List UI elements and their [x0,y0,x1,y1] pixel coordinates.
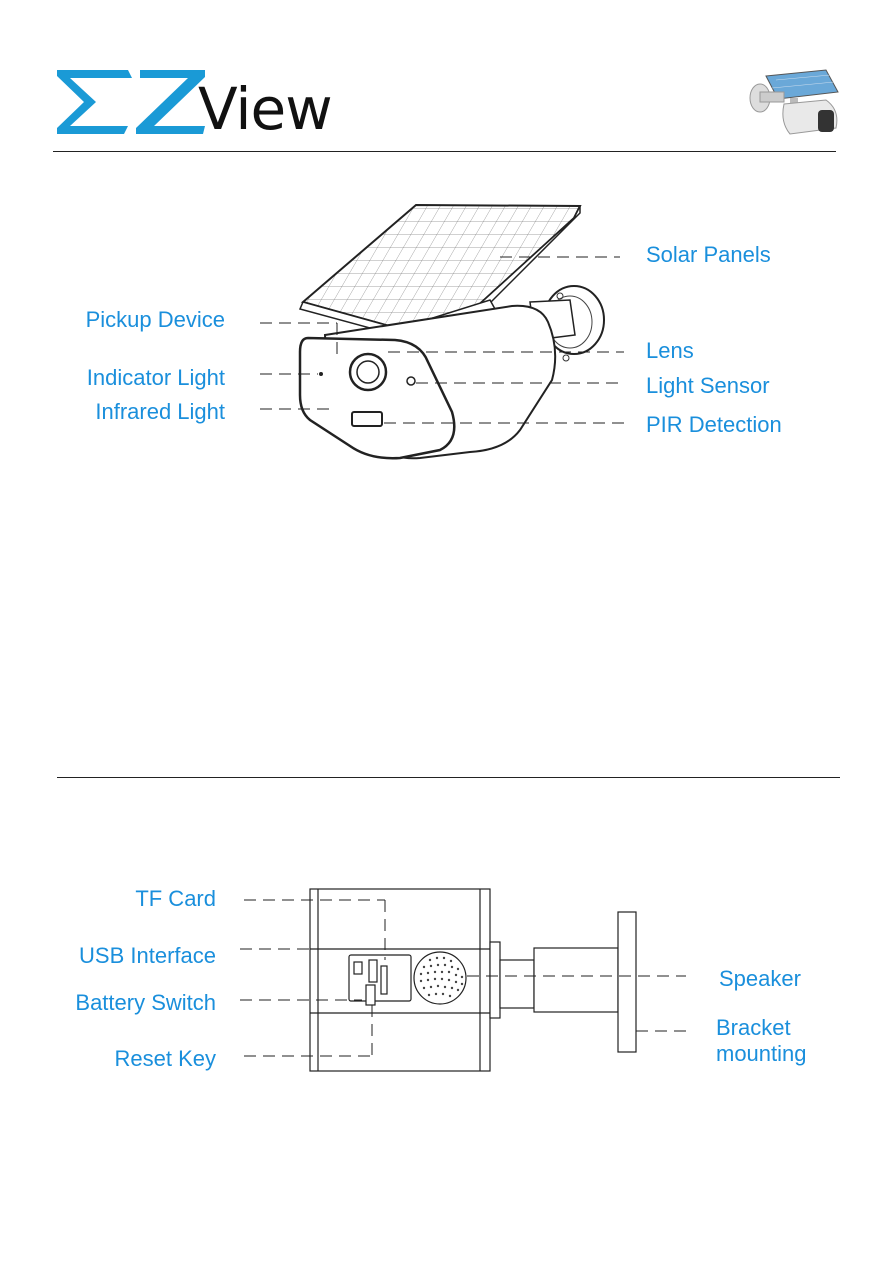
label-indicator-light: Indicator Light [86,365,225,390]
speaker-grille-drawing [413,951,467,1005]
front-leader-lines [260,256,624,424]
label-speaker: Speaker [719,966,801,991]
logo-view-text: View [198,75,333,143]
label-mounting: mounting [716,1041,807,1066]
back-leader-lines [240,899,686,1057]
label-light-sensor: Light Sensor [646,373,770,398]
label-lens: Lens [646,338,694,363]
label-infrared-light: Infrared Light [95,399,225,424]
label-usb-interface: USB Interface [79,943,216,968]
header-rule [53,151,836,152]
wall-bracket-drawing [529,285,605,362]
label-pickup-device: Pickup Device [85,307,225,332]
logo-letter-e [57,70,132,134]
solar-panel-drawing [298,203,582,348]
logo-letter-z [136,70,205,134]
label-reset-key: Reset Key [114,1046,217,1071]
label-bracket: Bracket [716,1015,791,1040]
label-solar-panels: Solar Panels [646,242,771,267]
camera-body-drawing [298,304,557,460]
section-rule [57,777,840,778]
back-body-drawing [309,888,637,1072]
label-battery-switch: Battery Switch [75,990,216,1015]
label-pir-detection: PIR Detection [646,412,782,437]
label-tf-card: TF Card [135,886,216,911]
